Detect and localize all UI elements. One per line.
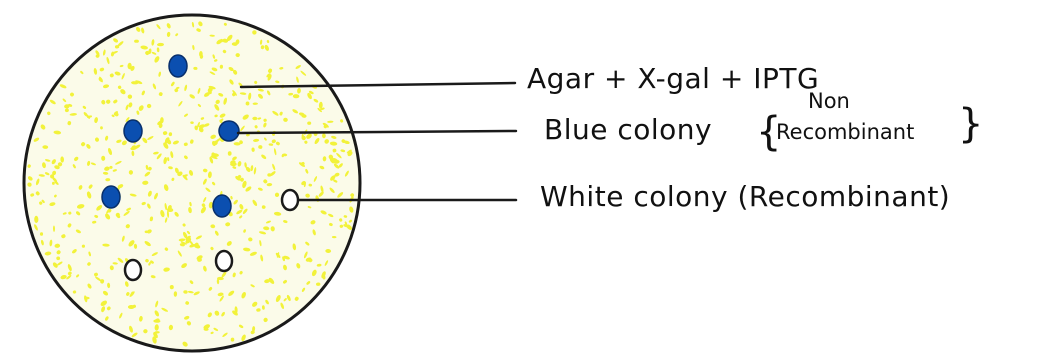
agar-speckle — [134, 40, 139, 43]
label-blue-colony-note-top: Non — [808, 89, 850, 113]
blue-colony — [102, 186, 120, 208]
brace-close: } — [958, 101, 983, 147]
label-white-colony: White colony (Recombinant) — [540, 180, 950, 213]
label-medium: Agar + X-gal + IPTG — [527, 62, 819, 95]
blue-colony — [169, 55, 187, 77]
petri-dish — [24, 15, 360, 351]
blue-colony — [213, 195, 231, 217]
agar-speckle — [84, 297, 89, 300]
white-colony — [282, 190, 298, 210]
blue-colony — [219, 121, 239, 141]
white-colony — [216, 251, 232, 271]
white-colony — [125, 260, 141, 280]
label-blue-colony: Blue colony — [544, 113, 712, 146]
blue-colony — [124, 120, 142, 142]
label-blue-colony-note-bottom: Recombinant — [776, 120, 914, 144]
